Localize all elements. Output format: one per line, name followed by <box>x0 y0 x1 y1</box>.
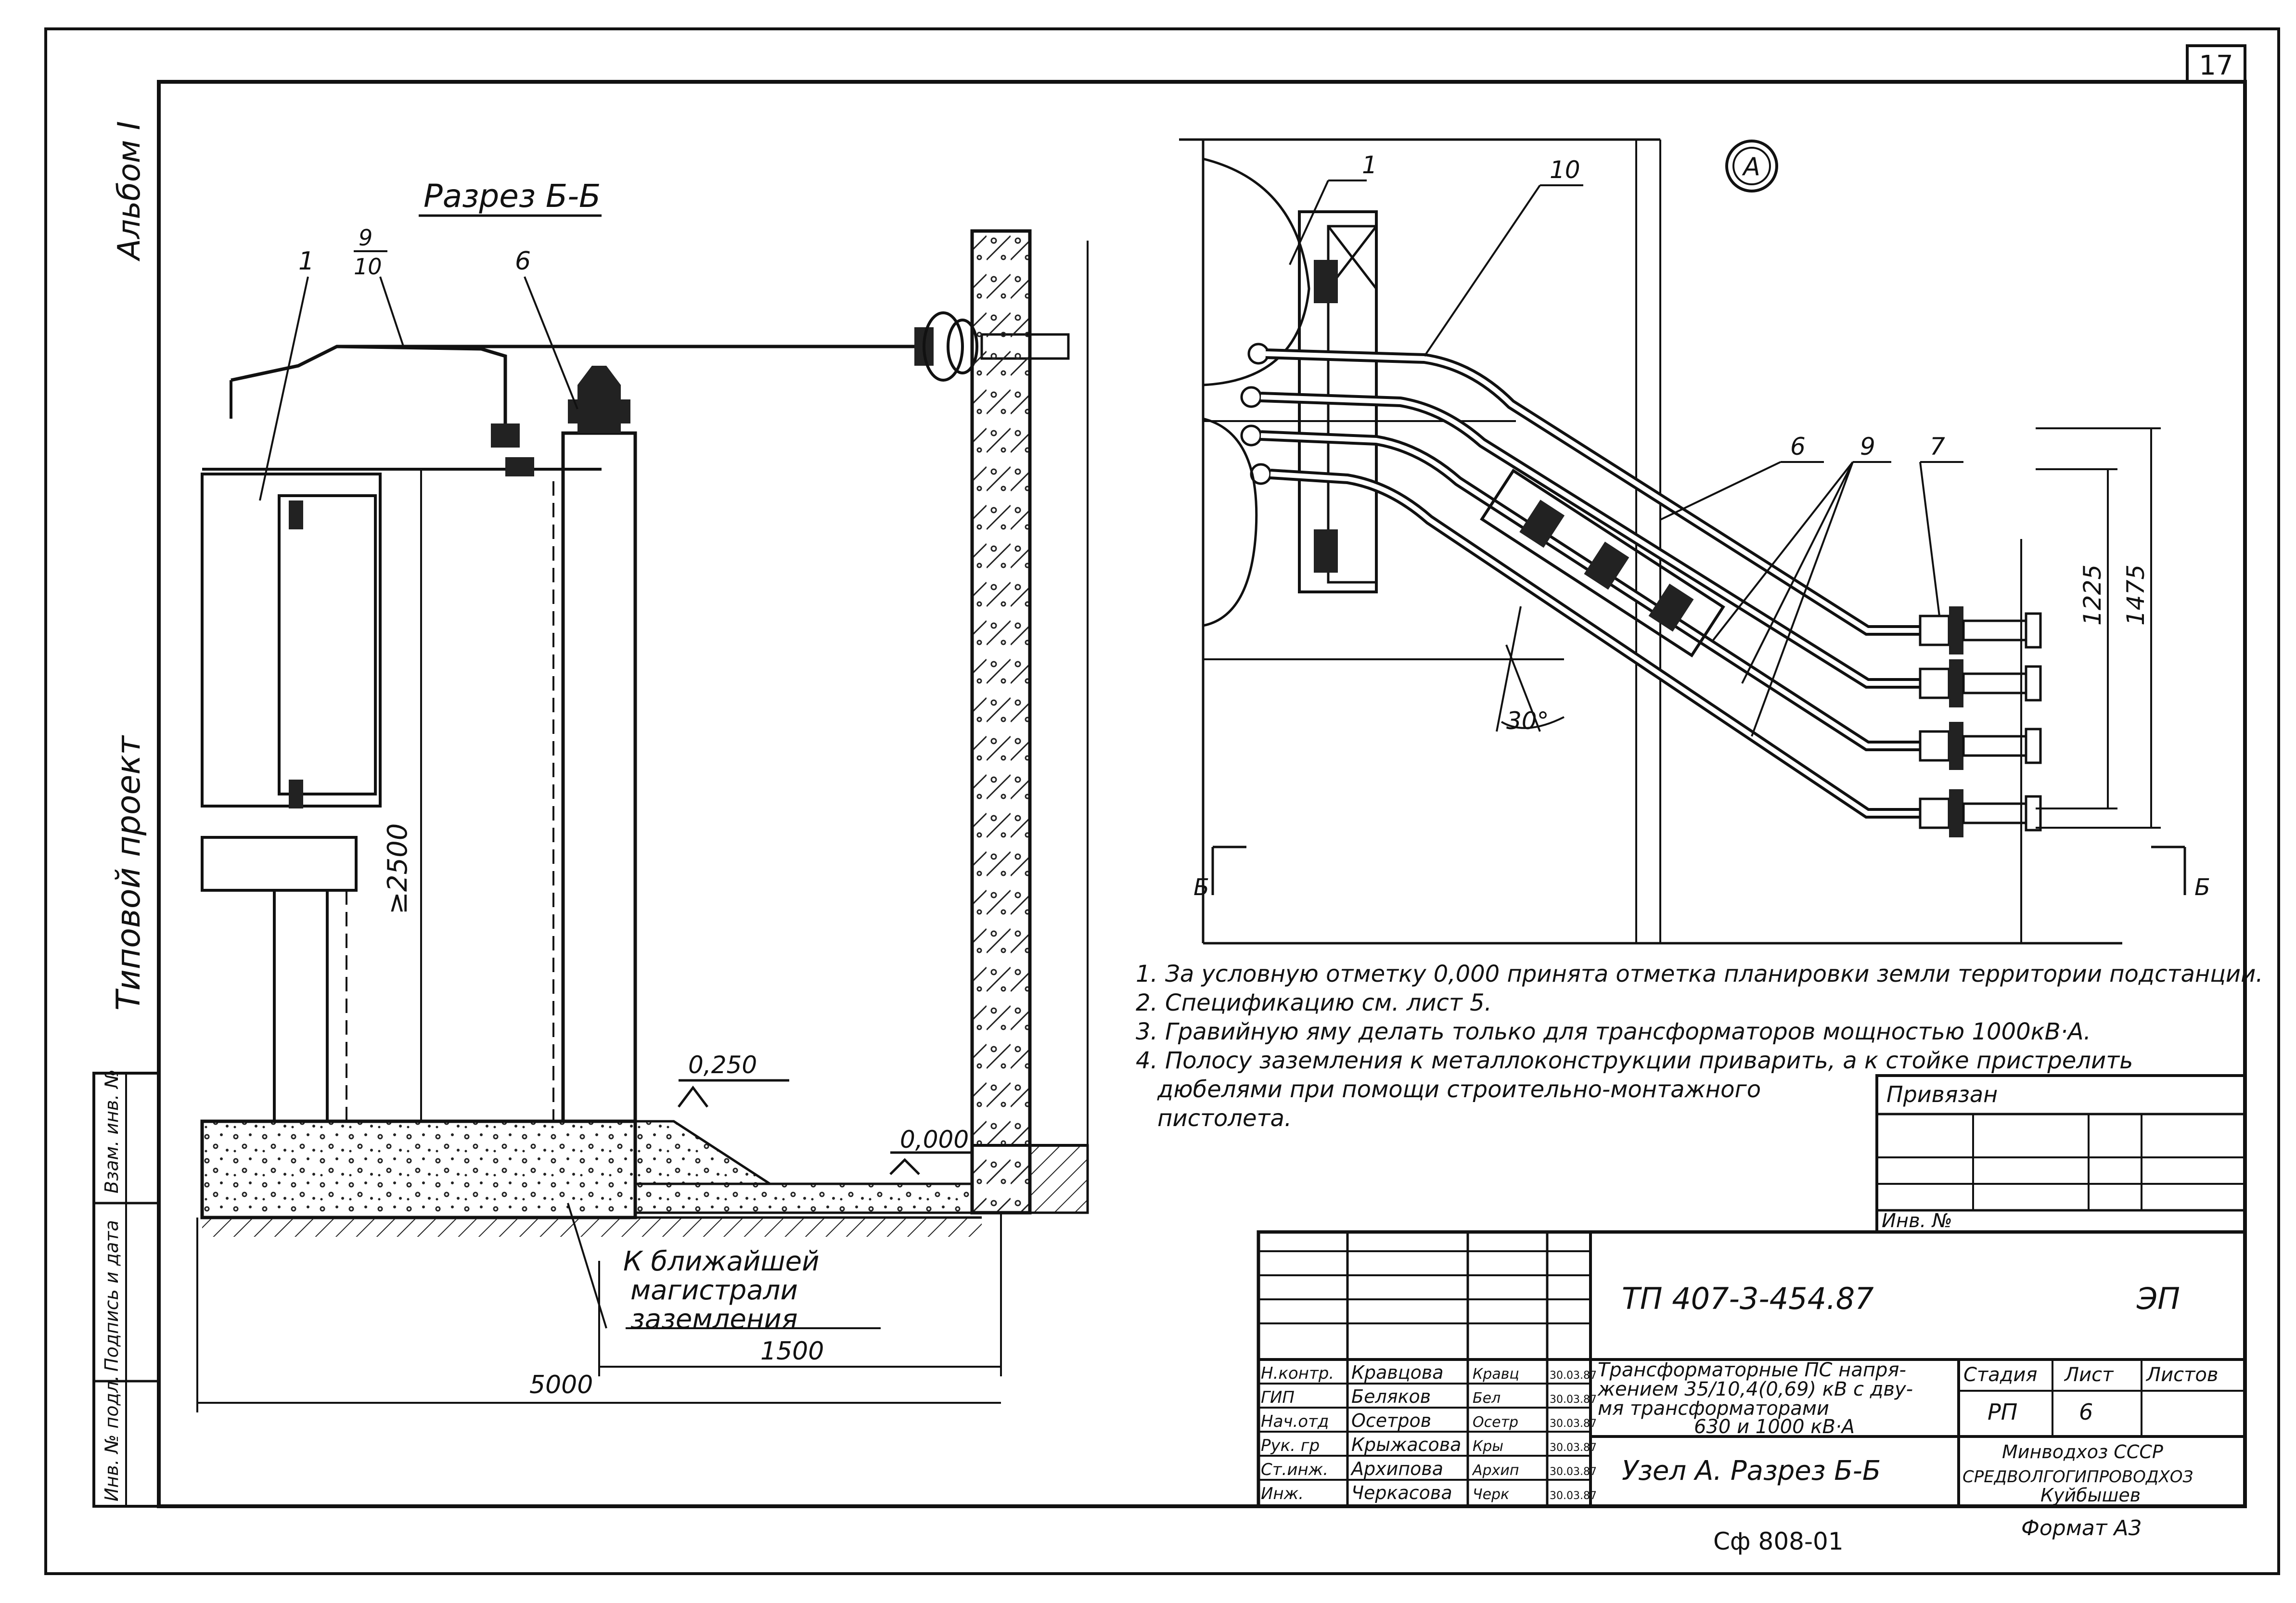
dim-1500: 1500 <box>760 1337 824 1366</box>
description-2: жением 35/10,4(0,69) кВ с дву- <box>1597 1378 1913 1400</box>
callout-a-7: 7 <box>1930 433 1945 461</box>
building-wall <box>970 229 1032 1215</box>
callout-bb-9: 9 <box>359 225 372 251</box>
dim-1225: 1225 <box>2078 564 2106 626</box>
stage-value: РП <box>1988 1399 2017 1425</box>
dim-1475: 1475 <box>2122 564 2150 626</box>
callout-bb-6: 6 <box>515 247 531 276</box>
sig-role-2: ГИП <box>1261 1388 1295 1407</box>
description-3: мя трансформаторами <box>1598 1398 1829 1420</box>
sig-date-2: 30.03.87 <box>1550 1394 1597 1406</box>
sheet-number: 17 <box>2199 50 2233 81</box>
cable-terminals <box>1919 606 2042 837</box>
sig-role-1: Н.контр. <box>1261 1364 1334 1383</box>
vzam-inv-label: Взам. инв. № <box>101 1069 122 1193</box>
dim-5000: 5000 <box>529 1371 593 1399</box>
sig-name-3: Осетров <box>1351 1410 1431 1431</box>
section-bb-title: Разрез Б-Б <box>423 178 601 215</box>
sig-sign-3: Осетр <box>1473 1414 1518 1431</box>
title-block: Н.контр. Кравцова Кравц 30.03.87 ГИП Бел… <box>1257 1230 2247 1508</box>
sig-name-6: Черкасова <box>1351 1482 1452 1503</box>
detail-a-marker <box>1725 140 1778 192</box>
project-code: ТП 407-3-454.87 <box>1622 1281 1874 1316</box>
detail-a-drawing: А 1 10 6 9 7 30° 1225 1475 <box>1179 138 2210 945</box>
notes-block: 1. За условную отметку 0,000 принята отм… <box>1136 961 2263 1132</box>
sig-role-3: Нач.отд <box>1261 1412 1329 1431</box>
inv-podl-label: Инв. № подл. <box>101 1375 122 1501</box>
grounding-note-1: К ближайшей <box>623 1246 820 1277</box>
sheets-label: Листов <box>2145 1364 2218 1386</box>
note-4: 4. Полосу заземления к металлоконструкци… <box>1136 1047 2133 1074</box>
callout-bb-10: 10 <box>354 254 382 280</box>
sheet-number-box <box>2186 44 2246 83</box>
sig-name-4: Крыжасова <box>1351 1434 1461 1455</box>
drawing-name: Узел А. Разрез Б-Б <box>1622 1455 1881 1487</box>
org-1: Минводхоз СССР <box>2002 1441 2163 1462</box>
sig-role-5: Ст.инж. <box>1261 1460 1328 1479</box>
sig-name-5: Архипова <box>1350 1458 1443 1479</box>
footer-format: Формат А3 <box>2021 1516 2142 1540</box>
callout-a-6: 6 <box>1790 433 1806 461</box>
angle-30: 30° <box>1506 707 1549 735</box>
description-4: 630 и 1000 кВ·А <box>1694 1416 1855 1438</box>
org-3: Куйбышев <box>2040 1485 2141 1506</box>
privyazan-title: Привязан <box>1886 1081 1998 1107</box>
sig-name-2: Беляков <box>1351 1386 1431 1407</box>
sheet-label: Лист <box>2064 1364 2114 1386</box>
sig-role-6: Инж. <box>1261 1484 1304 1503</box>
sig-date-3: 30.03.87 <box>1550 1418 1597 1430</box>
sig-name-1: Кравцова <box>1351 1362 1444 1383</box>
stage-label: Стадия <box>1963 1364 2037 1386</box>
note-3: 3. Гравийную яму делать только для транс… <box>1136 1018 2091 1045</box>
gravel-pit <box>200 1119 637 1219</box>
project-mark: ЭП <box>2136 1281 2180 1316</box>
callout-bb-1: 1 <box>298 247 314 276</box>
podpis-data-label: Подпись и дата <box>101 1220 122 1372</box>
level-0250: 0,250 <box>688 1051 757 1079</box>
footer-code: Сф 808-01 <box>1713 1527 1844 1555</box>
org-2: СРЕДВОЛГОГИПРОВОДХОЗ <box>1963 1467 2193 1487</box>
outer-frame <box>44 27 2280 1575</box>
cut-mark-right: Б <box>2194 874 2210 901</box>
sig-role-4: Рук. гр <box>1261 1436 1320 1455</box>
cut-mark-left: Б <box>1193 874 1209 901</box>
callout-a-1: 1 <box>1362 151 1377 179</box>
section-bb-drawing: Разрез Б-Б <box>196 178 1089 1412</box>
note-4-cont-2: пистолета. <box>1157 1105 1292 1132</box>
grounding-note-3: заземления <box>630 1304 798 1335</box>
dim-height-2500: ≥2500 <box>382 823 413 914</box>
detail-a-letter: А <box>1742 153 1760 181</box>
sig-date-5: 30.03.87 <box>1550 1466 1597 1478</box>
privyazan-table: Привязан Инв. № <box>1875 1074 2246 1233</box>
sig-date-4: 30.03.87 <box>1550 1442 1597 1454</box>
level-0000: 0,000 <box>900 1126 969 1154</box>
description-1: Трансформаторные ПС напря- <box>1598 1359 1906 1381</box>
sheet-value: 6 <box>2079 1399 2093 1425</box>
sig-date-1: 30.03.87 <box>1550 1370 1597 1382</box>
privyazan-inv: Инв. № <box>1882 1210 1952 1232</box>
note-2: 2. Спецификацию см. лист 5. <box>1136 989 1492 1016</box>
sig-sign-2: Бел <box>1473 1390 1501 1407</box>
sig-sign-6: Черк <box>1473 1486 1509 1503</box>
grounding-note-2: магистрали <box>630 1275 798 1306</box>
note-4-cont-1: дюбелями при помощи строительно-монтажно… <box>1157 1076 1761 1103</box>
margin-stamp: Инв. № подл. Подпись и дата Взам. инв. № <box>92 1069 160 1508</box>
project-type-label: Типовой проект <box>110 735 148 1011</box>
album-label: Альбом I <box>112 121 147 262</box>
note-1: 1. За условную отметку 0,000 принята отм… <box>1136 961 2263 987</box>
sig-sign-1: Кравц <box>1473 1366 1519 1383</box>
callout-a-9: 9 <box>1860 433 1875 461</box>
sig-sign-5: Архип <box>1472 1462 1519 1479</box>
callout-a-10: 10 <box>1550 156 1580 184</box>
sig-date-6: 30.03.87 <box>1550 1490 1597 1502</box>
inner-frame <box>157 80 2247 1508</box>
sig-sign-4: Кры <box>1473 1438 1503 1455</box>
